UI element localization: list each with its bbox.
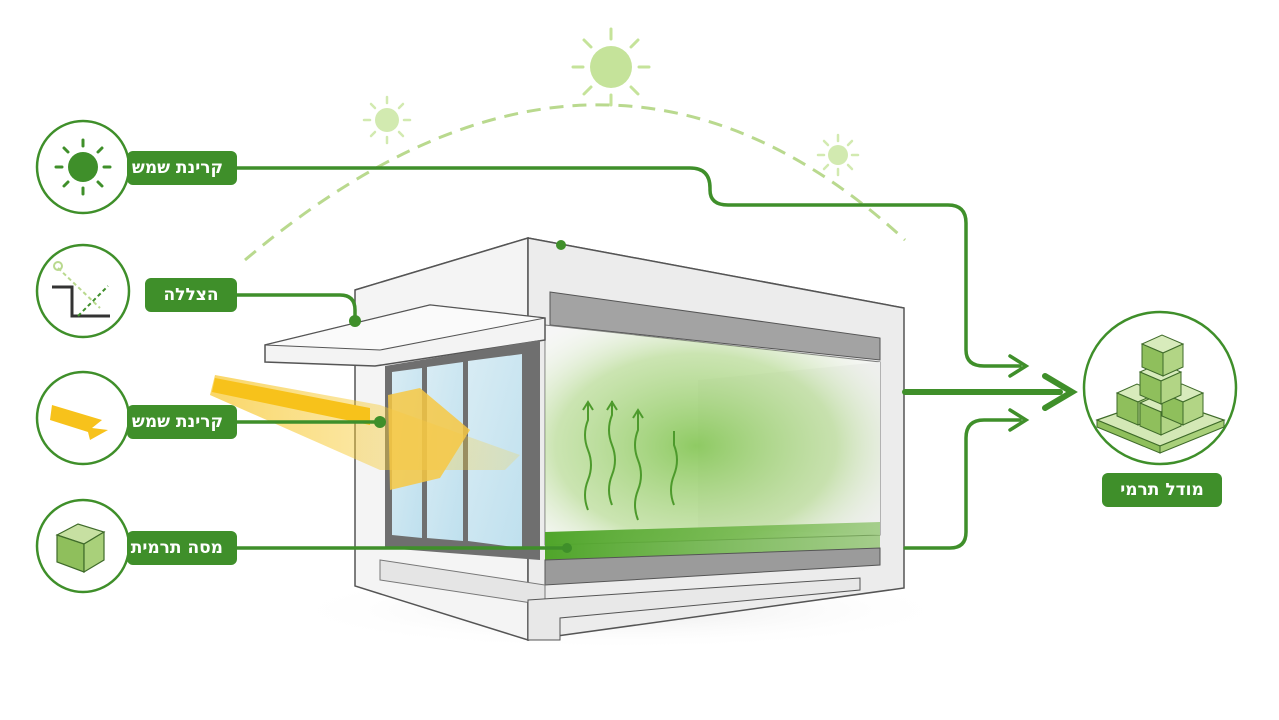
connector-return [903,418,1022,550]
thermal-mass-cube-icon [55,523,106,574]
sun-high-icon [571,27,651,107]
foundation [527,577,861,641]
sun-beam-entry [388,388,470,490]
label-solar-radiation: קרינת שמש [127,151,237,185]
sun-path-arc [244,103,907,262]
connector-dots [349,240,572,553]
arrowhead-top [1008,354,1030,378]
room-heat-glow [545,325,880,545]
solar-ray-arrow-icon [50,405,108,440]
label-thermal-mass: מסה תרמית [127,531,237,565]
connector-solar-radiation [233,166,1022,368]
label-thermal-model: מודל תרמי [1102,473,1222,507]
sun-evening-icon [816,133,860,177]
connector-shading [233,293,357,322]
arrowhead-main [1042,373,1078,411]
input-icon-shading [35,243,131,339]
stacked-cubes-icon [1095,334,1226,454]
connector-lines [233,166,1078,550]
input-icon-mass [35,498,131,594]
overhang-shading-icon [52,285,110,318]
label-shading: הצללה [145,278,237,312]
building-section [210,236,905,642]
ceiling-slab [549,291,881,361]
sun-beam-exterior [212,378,370,425]
floor-slab [544,547,881,586]
output-icon [1082,310,1238,466]
input-icon-sun [35,119,131,215]
sun-morning-icon [362,95,412,145]
sun-icon [68,152,98,182]
label-solar-ray: קרינת שמש [127,405,237,439]
heat-rise-arrows [582,400,678,521]
arrowhead-bottom [1008,408,1030,432]
input-icon-ray [35,370,131,466]
